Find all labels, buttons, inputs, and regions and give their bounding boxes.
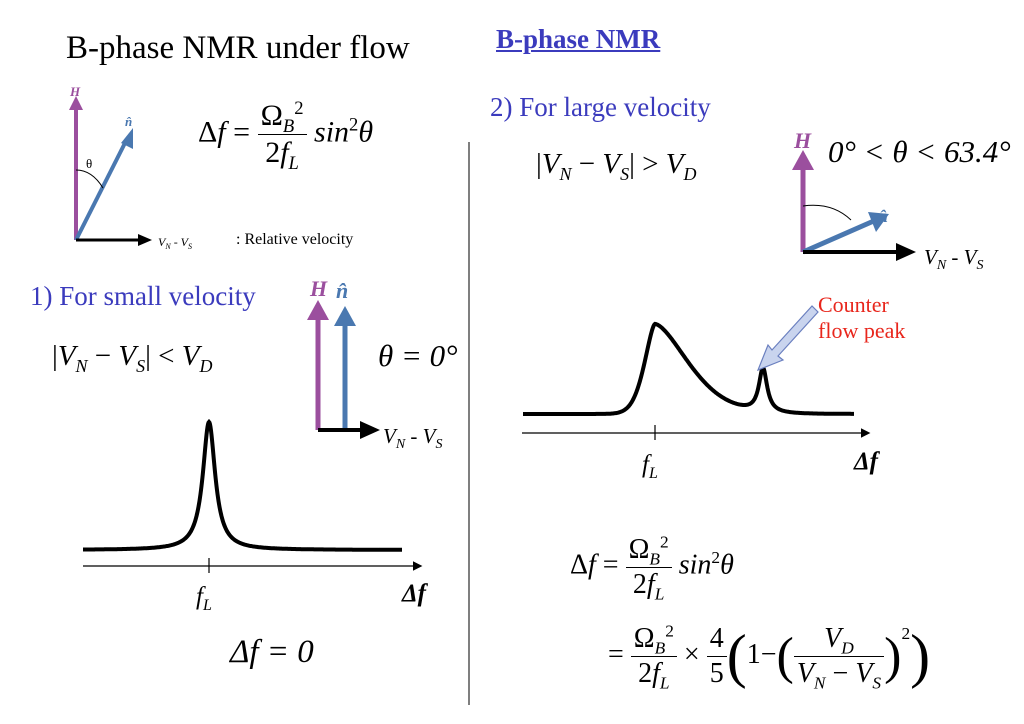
condition-small-velocity: |VN − VS| < VD: [52, 340, 213, 376]
vn-vs-label-top-left: VN - VS: [158, 235, 192, 251]
header-link-b-phase-nmr[interactable]: B-phase NMR: [496, 24, 661, 54]
right-fl-label: fL: [642, 451, 658, 482]
n-hat-label: n̂: [125, 114, 132, 129]
condition-large-velocity: |VN − VS| > VD: [536, 148, 697, 184]
small-velocity-axes: H n̂ VN - VS: [307, 276, 443, 452]
right-delta-f-label: Δf: [853, 448, 881, 475]
h-label-small: H: [309, 276, 328, 301]
theta-arc: [75, 169, 104, 189]
left-fl-label: fL: [196, 583, 212, 614]
h-arrow-head-icon: [69, 96, 83, 110]
counter-flow-label: Counter flow peak: [818, 292, 906, 344]
theta-range: 0° < θ < 63.4°: [828, 134, 1011, 169]
relative-velocity-note: : Relative velocity: [236, 231, 354, 248]
vn-vs-label-small: VN - VS: [383, 424, 443, 452]
large-velocity-axes: H n̂ VN - VS: [792, 128, 984, 273]
n-hat-label-large: n̂: [878, 206, 888, 226]
h-label-large: H: [793, 128, 812, 153]
left-spectrum-curve: [83, 418, 402, 552]
small-velocity-heading: 1) For small velocity: [30, 281, 256, 311]
n-arrow-large: [801, 217, 878, 255]
right-spectrum: fL Δf: [522, 305, 881, 482]
vn-vs-arrow-small-head-icon: [360, 421, 380, 439]
page-title: B-phase NMR under flow: [66, 30, 410, 66]
top-left-axes: H n̂ VN - VS θ: [69, 84, 192, 251]
h-arrow-small-head-icon: [307, 300, 329, 320]
h-label: H: [69, 84, 81, 99]
n-arrow-head-icon: [121, 128, 133, 149]
n-arrow-small-head-icon: [334, 306, 356, 326]
left-delta-f-label: Δf: [401, 580, 429, 607]
theta-arc-large: [802, 204, 852, 221]
n-hat-label-small: n̂: [336, 278, 348, 303]
vn-vs-label-large: VN - VS: [924, 245, 984, 273]
vn-vs-arrow-head-icon: [138, 234, 152, 246]
left-spectrum: fL Δf: [83, 418, 429, 614]
delta-f-zero: Δf = 0: [230, 634, 314, 670]
vn-vs-arrow-large-head-icon: [896, 243, 916, 261]
n-arrow-large-head-icon: [868, 212, 889, 232]
n-arrow: [74, 140, 128, 241]
right-spectrum-curve: [523, 321, 854, 416]
counter-flow-pointer-icon: [756, 305, 819, 372]
h-arrow-large-head-icon: [792, 150, 814, 170]
theta-label: θ: [86, 156, 92, 171]
large-velocity-heading: 2) For large velocity: [490, 92, 711, 122]
theta-equals-zero: θ = 0°: [378, 338, 458, 373]
